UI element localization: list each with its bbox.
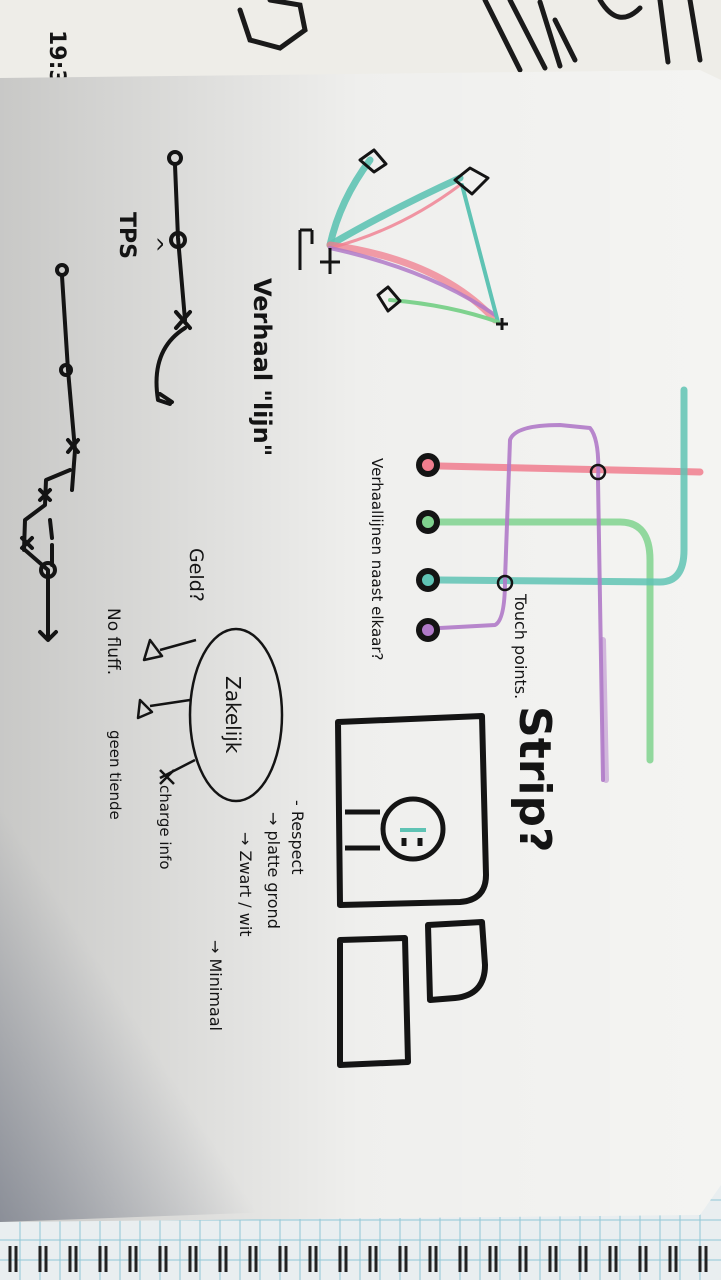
- storylines-diagram: [436, 386, 704, 783]
- charge-info-label: charge info: [156, 785, 174, 870]
- paper-shadow-bottom: [0, 700, 330, 1222]
- mindmap-branches: [136, 638, 197, 785]
- storylines-label: Verhaallijnen naast elkaar?: [368, 458, 386, 661]
- touch-point-dots: [416, 453, 440, 642]
- respect-label: - Respect: [288, 800, 307, 875]
- minimaal-label: → Minimaal: [206, 940, 225, 1031]
- zakelijk-bubble: [188, 627, 284, 803]
- timeline-sketch: [20, 150, 192, 642]
- verhaal-lijn-label: Verhaal "lijn": [248, 278, 276, 456]
- touch-point-crossings: [496, 463, 607, 592]
- fan-diagram: [326, 156, 500, 324]
- zakelijk-label: Zakelijk: [221, 676, 245, 754]
- upper-sheet: 19:30 /: [0, 0, 721, 117]
- fan-markers: [298, 148, 508, 330]
- comic-strip: [335, 713, 489, 1068]
- touch-points-label: Touch points.: [511, 593, 530, 699]
- tps-label: TPS: [114, 212, 139, 259]
- zwart-wit-label: → Zwart / wit: [236, 832, 255, 937]
- geld-label: Geld?: [185, 548, 207, 602]
- geen-tiende-label: geen tiende: [106, 730, 124, 820]
- spiral-binding: [8, 1246, 708, 1272]
- tps-caret: ^: [143, 236, 167, 253]
- strip-title: Strip?: [509, 706, 560, 853]
- no-fluff-label: No fluff.: [103, 608, 123, 675]
- platte-grond-label: → platte grond: [264, 812, 283, 929]
